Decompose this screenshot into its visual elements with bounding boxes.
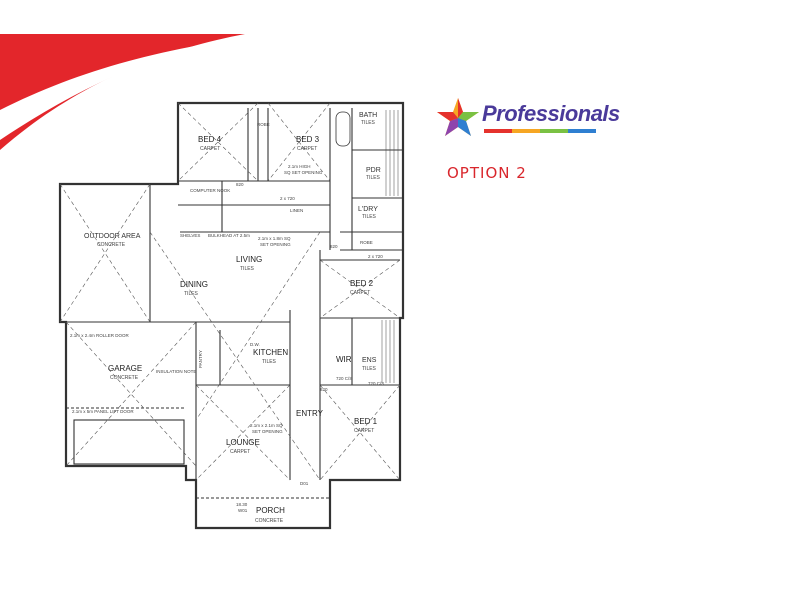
bulkhead-note: BULKHEAD AT 2.5m [208, 233, 250, 238]
linen-note: LINEN [290, 208, 303, 213]
lounge-opening-size: 2.1m x 2.1m SQ [250, 423, 283, 428]
bed3-floor: CARPET [297, 146, 317, 152]
bath-name: BATH [359, 112, 377, 119]
panel-door-note: 2.1m x 5m PANEL LIFT DOOR [72, 409, 134, 414]
outdoor-floor: CONCRETE [97, 242, 126, 248]
dishwasher-note: D.W. [250, 342, 260, 347]
set-opening-size-2: 2.1m HIGH [288, 164, 311, 169]
pantry-note: PANTRY [198, 350, 203, 368]
living-name: LIVING [236, 255, 262, 264]
bed2-floor: CARPET [350, 290, 370, 296]
insulation-note: INSULATION NOTE [156, 369, 196, 374]
bed3-name: BED 3 [296, 135, 320, 144]
brand-color-bar [484, 129, 596, 133]
bed1-floor: CARPET [354, 428, 374, 434]
garage-floor: CONCRETE [110, 375, 139, 381]
kitchen-floor: TILES [262, 359, 277, 365]
shelves-note: SHELVES [180, 233, 200, 238]
lounge-opening-note: SET OPENING [252, 429, 283, 434]
door-linen-size: 2 x 720 [280, 196, 295, 201]
bath-floor: TILES [361, 120, 376, 126]
living-floor: TILES [240, 266, 255, 272]
lounge-name: LOUNGE [226, 438, 260, 447]
bed1-name: BED 1 [354, 417, 378, 426]
bed4-name: BED 4 [198, 135, 222, 144]
roller-door-note: 2.1m x 2.4m ROLLER DOOR [70, 333, 130, 338]
pdr-floor: TILES [366, 175, 381, 181]
door-820-2: 820 [330, 244, 338, 249]
corner-swoosh-graphic [0, 34, 245, 150]
ldry-floor: TILES [362, 214, 377, 220]
porch-window-code: W01 [238, 508, 248, 513]
entry-name: ENTRY [296, 409, 324, 418]
porch-window-size: 18.30 [236, 502, 248, 507]
garage-name: GARAGE [108, 364, 142, 373]
bed4-floor: CARPET [200, 146, 220, 152]
dining-name: DINING [180, 280, 208, 289]
door-720cs-1: 720 C/S [336, 376, 352, 381]
kitchen-name: KITCHEN [253, 348, 288, 357]
set-opening-size-1: 2.1m x 1.8m SQ [258, 236, 291, 241]
bed2-name: BED 2 [350, 279, 374, 288]
star-logo-icon [437, 98, 479, 136]
dining-floor: TILES [184, 291, 199, 297]
pdr-name: PDR [366, 167, 381, 174]
robe-note-2: ROBE [360, 240, 373, 245]
lounge-floor: CARPET [230, 449, 250, 455]
brand-name: Professionals [482, 101, 620, 126]
door-bed2-size: 2 x 720 [368, 254, 383, 259]
porch-name: PORCH [256, 506, 285, 515]
set-opening-note-2: SQ SET OPENING [284, 170, 323, 175]
door-720cs-2: 720 C/S [368, 381, 384, 386]
ens-floor: TILES [362, 366, 377, 372]
porch-floor: CONCRETE [255, 518, 284, 524]
door-820-3: 820 [320, 387, 328, 392]
outdoor-name: OUTDOOR AREA [84, 233, 141, 240]
ens-name: ENS [362, 357, 377, 364]
computer-nook-note: COMPUTER NOOK [190, 188, 230, 193]
ldry-name: L'DRY [358, 206, 378, 213]
wir-name: WIR [336, 355, 352, 364]
professionals-logo: Professionals [432, 96, 620, 140]
door-d01: D01 [300, 481, 309, 486]
door-820-1: 820 [236, 182, 244, 187]
set-opening-note-1: SET OPENING [260, 242, 291, 247]
robe-note: ROBE [257, 122, 270, 127]
option-label: OPTION 2 [447, 164, 527, 182]
